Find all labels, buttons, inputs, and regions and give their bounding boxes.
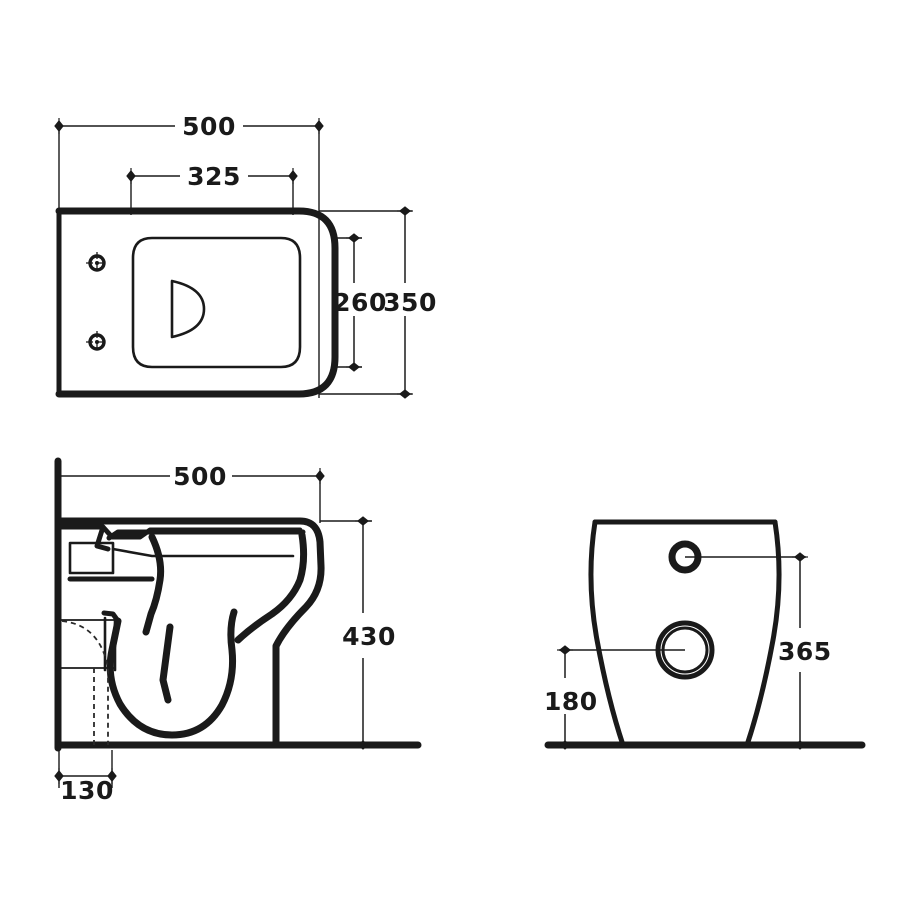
s-trap-outer <box>106 608 238 739</box>
dim-tick-front-180-top <box>557 645 573 655</box>
dim-tick-top-350-lower <box>397 389 413 399</box>
dim-label-front-180: 180 <box>544 687 598 716</box>
rim-notch-detail <box>94 524 111 552</box>
dim-tick-top-500-right <box>314 118 324 134</box>
bowl-opening-outline <box>131 236 302 369</box>
dim-label-top-350: 350 <box>383 288 437 317</box>
dim-label-top-325: 325 <box>187 162 241 191</box>
dim-label-side-130: 130 <box>60 776 114 805</box>
trap-internal-baffle <box>159 623 174 704</box>
seat-fixing-hole-upper <box>86 252 108 274</box>
dim-tick-top-325-left <box>126 168 136 184</box>
hidden-outlet-curve <box>61 620 109 745</box>
front-right-side <box>744 519 782 748</box>
dim-tick-top-500-left <box>54 118 64 134</box>
front-view: 365 180 <box>544 519 866 750</box>
front-left-side <box>588 519 626 748</box>
dim-tick-side-430-bottom <box>355 740 371 750</box>
dim-tick-side-430-top <box>355 516 371 526</box>
dim-tick-top-325-right <box>288 168 298 184</box>
dim-tick-top-260-upper <box>346 233 362 243</box>
pan-side-outer-profile <box>57 517 325 749</box>
dim-tick-side-130-right <box>107 768 117 784</box>
dim-tick-front-365-top <box>792 552 808 562</box>
dim-tick-front-180-bottom <box>557 740 573 750</box>
dim-label-top-260: 260 <box>333 288 387 317</box>
dim-label-front-365: 365 <box>778 637 832 666</box>
trap-inlet-elbow <box>101 610 121 624</box>
dim-tick-top-260-lower <box>346 362 362 372</box>
flush-channel-block <box>68 541 115 575</box>
dim-label-top-500: 500 <box>182 112 236 141</box>
dim-label-side-430: 430 <box>342 622 396 651</box>
water-surface-line <box>111 547 295 558</box>
dim-tick-front-365-bottom <box>792 740 808 750</box>
rim-feed-opening <box>170 279 206 339</box>
dim-label-side-500: 500 <box>173 462 227 491</box>
top-view: 500 325 <box>54 112 437 399</box>
seat-fixing-hole-lower <box>86 331 108 353</box>
bowl-interior-right <box>234 531 308 644</box>
dim-tick-top-350-upper <box>397 206 413 216</box>
pan-plan-outline <box>55 207 339 398</box>
waste-connector <box>59 616 117 745</box>
bowl-inner-left-wall <box>142 533 165 636</box>
dim-tick-side-130-left <box>54 768 64 784</box>
dim-tick-side-500-right <box>315 468 325 484</box>
side-view: 500 <box>54 457 422 805</box>
rim-underside-line <box>106 529 306 541</box>
